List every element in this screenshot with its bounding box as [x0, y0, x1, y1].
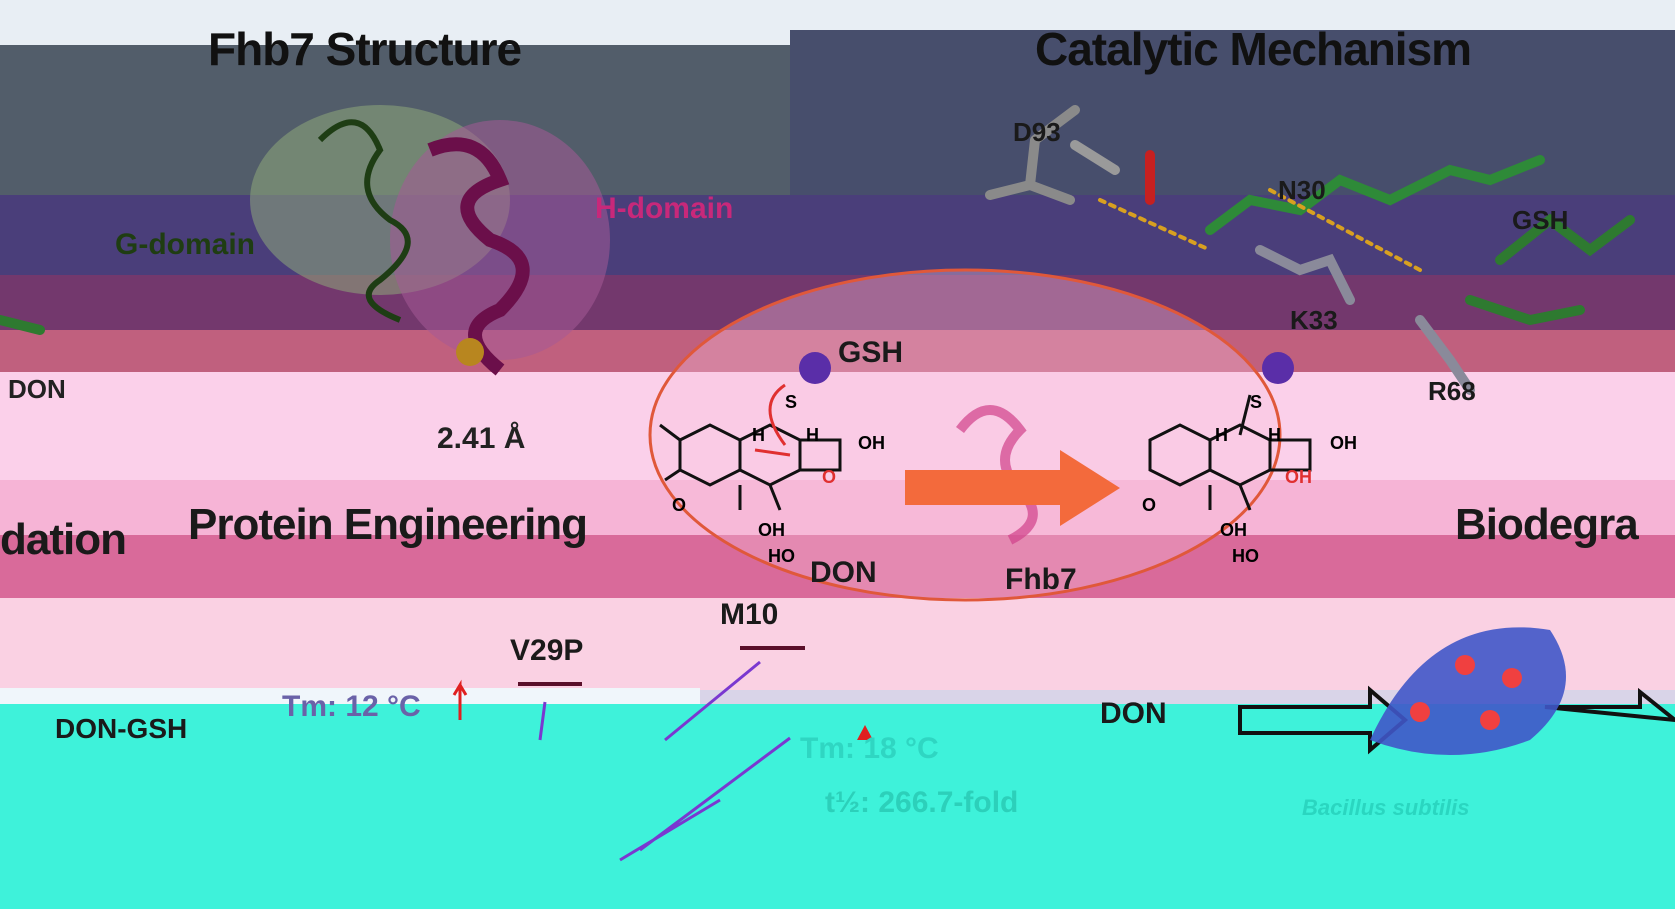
- h-domain-label: H-domain: [595, 192, 734, 225]
- magenta-band: [0, 330, 1675, 375]
- ho-label: HO: [768, 546, 795, 566]
- half-life-fold: t½: 266.7-fold: [825, 786, 1019, 819]
- don-label-left: DON: [8, 374, 66, 404]
- cell-dot: [1480, 710, 1500, 730]
- don-structure-left: [659, 423, 842, 511]
- mutant-m10: M10: [720, 598, 779, 631]
- dation-title: dation: [0, 515, 127, 564]
- oh-label: OH: [1220, 520, 1247, 540]
- gsh-label-reaction: GSH: [838, 336, 904, 369]
- tm-18: Tm: 18 °C: [800, 732, 939, 765]
- tm-12: Tm: 12 °C: [282, 690, 421, 723]
- o-label: O: [672, 495, 687, 515]
- gsh-sphere-right: [1262, 352, 1294, 384]
- fhb7-label-reaction: Fhb7: [1005, 563, 1077, 596]
- h-domain-ribbon: [427, 137, 530, 376]
- don-ligand-sphere: [456, 338, 484, 366]
- g-domain-label: G-domain: [115, 228, 255, 261]
- oh-label: OH: [858, 433, 885, 453]
- oh-label: OH: [1330, 433, 1357, 453]
- s-label: S: [785, 392, 798, 412]
- biodegradation-title: Biodegra: [1455, 500, 1639, 549]
- fhb7-structure-title: Fhb7 Structure: [208, 23, 522, 75]
- gsh-sphere-left: [799, 352, 831, 384]
- h-label: H: [1268, 425, 1281, 445]
- don-gsh-label: DON-GSH: [55, 713, 188, 744]
- cell-dot: [1502, 668, 1522, 688]
- mutant-v29p: V29P: [510, 634, 584, 667]
- reaction-ellipse: [648, 268, 1282, 602]
- g-domain-ribbon: [317, 119, 411, 323]
- cell-dot: [1410, 702, 1430, 722]
- pink-band-2: [0, 480, 1675, 535]
- distance-label: 2.41 Å: [437, 422, 526, 455]
- magenta-band-2: [0, 535, 1675, 600]
- red-marker: [857, 725, 873, 740]
- tm-up-arrow: [452, 679, 468, 720]
- don-label-biodeg: DON: [1100, 697, 1167, 730]
- residue-n30: N30: [1278, 175, 1326, 205]
- enzyme-cartoon: [956, 405, 1038, 545]
- bacillus-label: Bacillus subtilis: [1302, 795, 1470, 820]
- ho-label: HO: [1232, 546, 1259, 566]
- pink-band: [0, 372, 1675, 482]
- active-site-sticks: [0, 105, 1635, 395]
- s-label: S: [1250, 392, 1263, 412]
- residue-d93: D93: [1013, 117, 1061, 147]
- residue-k33: K33: [1290, 305, 1338, 335]
- o-label: O: [822, 467, 837, 487]
- engineering-arrows: [538, 660, 791, 862]
- reaction-arrow: [905, 450, 1120, 526]
- catalytic-mechanism-title: Catalytic Mechanism: [1035, 23, 1472, 75]
- h-label: H: [752, 425, 765, 445]
- oh-label: OH: [1285, 467, 1312, 487]
- h-label: H: [806, 425, 819, 445]
- don-label-reaction: DON: [810, 556, 877, 589]
- right-hollow-arrow: [1544, 687, 1675, 723]
- pink-band-3: [0, 598, 1675, 690]
- bacillus-cell: [1370, 627, 1566, 755]
- attack-arrow: [768, 383, 787, 446]
- o-label: O: [1142, 495, 1157, 515]
- oh-label: OH: [758, 520, 785, 540]
- residue-r68: R68: [1428, 376, 1476, 406]
- gsh-label-mechanism: GSH: [1512, 205, 1569, 235]
- don-structure-right: [1148, 394, 1312, 511]
- cell-dot: [1455, 655, 1475, 675]
- protein-engineering-title: Protein Engineering: [188, 500, 588, 549]
- h-label: H: [1215, 425, 1228, 445]
- white-strip: [0, 688, 700, 706]
